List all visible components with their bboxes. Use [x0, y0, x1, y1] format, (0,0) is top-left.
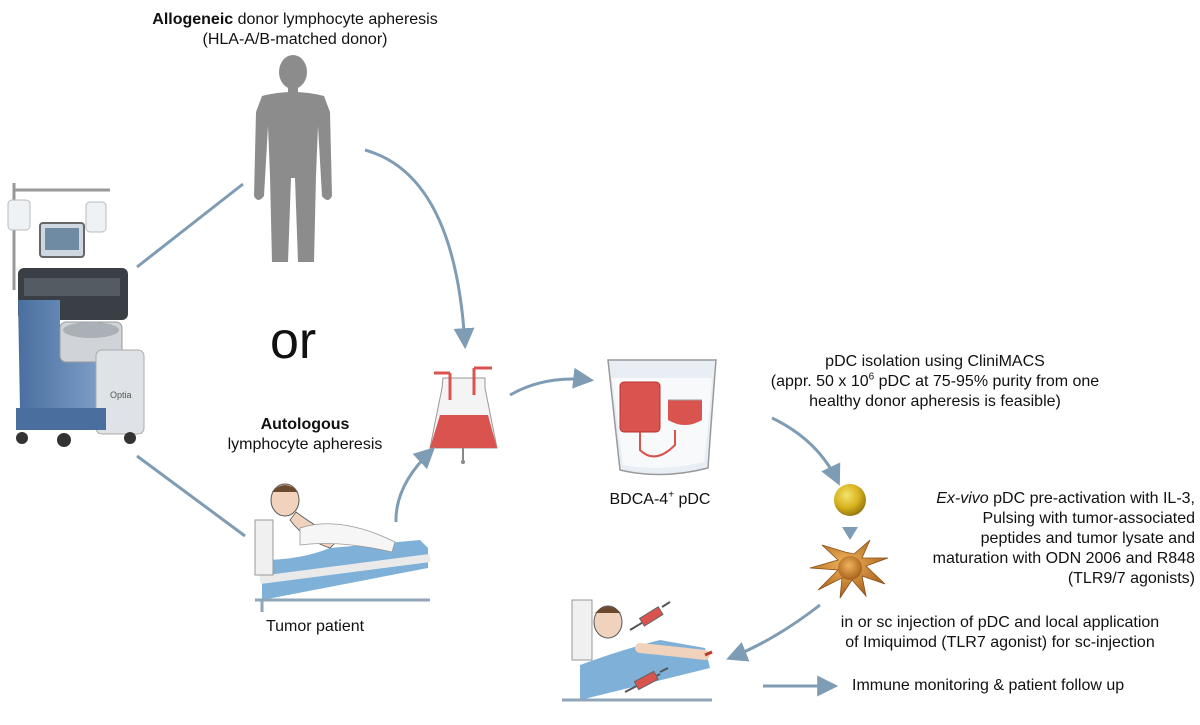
- pdc-bag-icon: [607, 359, 717, 476]
- isolation-line2-a: (appr. 50 x 10: [770, 373, 869, 390]
- arrow-donor-to-flask: [364, 148, 475, 350]
- donor-silhouette-icon: [254, 55, 332, 262]
- arrow-bag-to-cells: [771, 416, 841, 486]
- machine-brand-label: Optia: [110, 390, 132, 400]
- isolation-text: pDC isolation using CliniMACS (appr. 50 …: [745, 352, 1125, 412]
- apheresis-machine-icon: Optia: [7, 183, 145, 447]
- syringe-icon: [629, 601, 671, 631]
- bdca-suffix: pDC: [674, 491, 711, 508]
- exvivo-line5: (TLR9/7 agonists): [1067, 570, 1195, 587]
- exvivo-italic: Ex-vivo: [936, 490, 989, 507]
- allogeneic-label: Allogeneic donor lymphocyte apheresis (H…: [120, 10, 470, 50]
- allogeneic-bold: Allogeneic: [152, 11, 234, 28]
- autologous-label: Autologous lymphocyte apheresis: [190, 415, 420, 455]
- monitoring-text: Immune monitoring & patient follow up: [852, 677, 1125, 694]
- injection-text: in or sc injection of pDC and local appl…: [810, 613, 1190, 653]
- or-label: or: [270, 312, 317, 370]
- arrow-cell-to-dendritic: [842, 527, 858, 540]
- arrow-to-injected-patient: [726, 603, 821, 662]
- allogeneic-line2: (HLA-A/B-matched donor): [202, 31, 388, 48]
- syringe-icon: [624, 667, 669, 693]
- bdca-sup: +: [668, 489, 675, 501]
- allogeneic-rest: donor lymphocyte apheresis: [233, 11, 438, 28]
- autologous-bold: Autologous: [260, 416, 350, 433]
- dendritic-cell-icon: [809, 539, 889, 599]
- injected-patient-icon: [562, 599, 713, 702]
- isolation-line1: pDC isolation using CliniMACS: [825, 353, 1045, 370]
- exvivo-line2: Pulsing with tumor-associated: [982, 510, 1195, 527]
- autologous-line2: lymphocyte apheresis: [227, 436, 383, 453]
- machine-connector-lines: [136, 182, 246, 538]
- tumor-patient-label: Tumor patient: [265, 618, 365, 635]
- arrow-patient-to-flask: [394, 447, 436, 523]
- pdc-cell-icon: [834, 484, 866, 516]
- exvivo-text: Ex-vivo pDC pre-activation with IL-3, Pu…: [895, 489, 1195, 589]
- exvivo-rest: pDC pre-activation with IL-3,: [988, 490, 1195, 507]
- arrow-flask-to-bag: [509, 367, 595, 397]
- isolation-line3: healthy donor apheresis is feasible): [809, 393, 1061, 410]
- bdca-prefix: BDCA-4: [609, 491, 669, 508]
- injection-line1: in or sc injection of pDC and local appl…: [840, 614, 1160, 631]
- exvivo-line3: peptides and tumor lysate and: [980, 530, 1195, 547]
- isolation-line2-b: pDC at 75-95% purity from one: [874, 373, 1100, 390]
- bdca-label: BDCA-4+ pDC: [590, 490, 730, 510]
- flask-icon: [429, 366, 498, 464]
- exvivo-line4: maturation with ODN 2006 and R848: [932, 550, 1195, 567]
- injection-line2: of Imiquimod (TLR7 agonist) for sc-injec…: [845, 634, 1155, 651]
- tumor-patient-in-bed-icon: [254, 483, 431, 612]
- isolation-line2-sup: 6: [868, 371, 875, 383]
